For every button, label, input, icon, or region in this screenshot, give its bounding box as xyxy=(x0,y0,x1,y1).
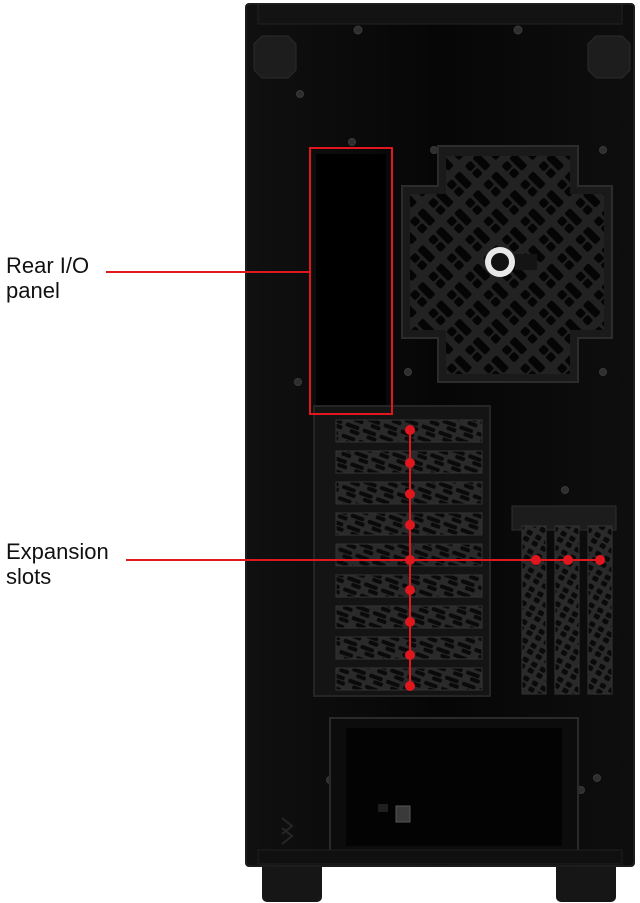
rear-io-opening xyxy=(316,154,386,410)
psu-connector-icon xyxy=(395,805,411,823)
case-foot-right xyxy=(556,862,616,902)
case-top-trim xyxy=(257,3,623,25)
expansion-callout xyxy=(126,425,605,691)
case-bottom-trim xyxy=(257,849,623,865)
rear-io-label: Rear I/O panel xyxy=(6,253,90,303)
corner-bumper-left xyxy=(253,35,297,79)
psu-opening xyxy=(346,728,562,846)
case-foot-left xyxy=(262,862,322,902)
side-chevron-mark xyxy=(281,817,294,845)
expansion-slot-covers xyxy=(335,419,483,691)
vertical-slot-covers xyxy=(521,525,613,695)
screw-icon xyxy=(294,25,607,794)
rear-io-highlight xyxy=(309,147,393,415)
corner-bumper-right xyxy=(587,35,631,79)
expansion-slots-label: Expansion slots xyxy=(6,539,109,589)
rear-io-callout xyxy=(106,147,393,415)
